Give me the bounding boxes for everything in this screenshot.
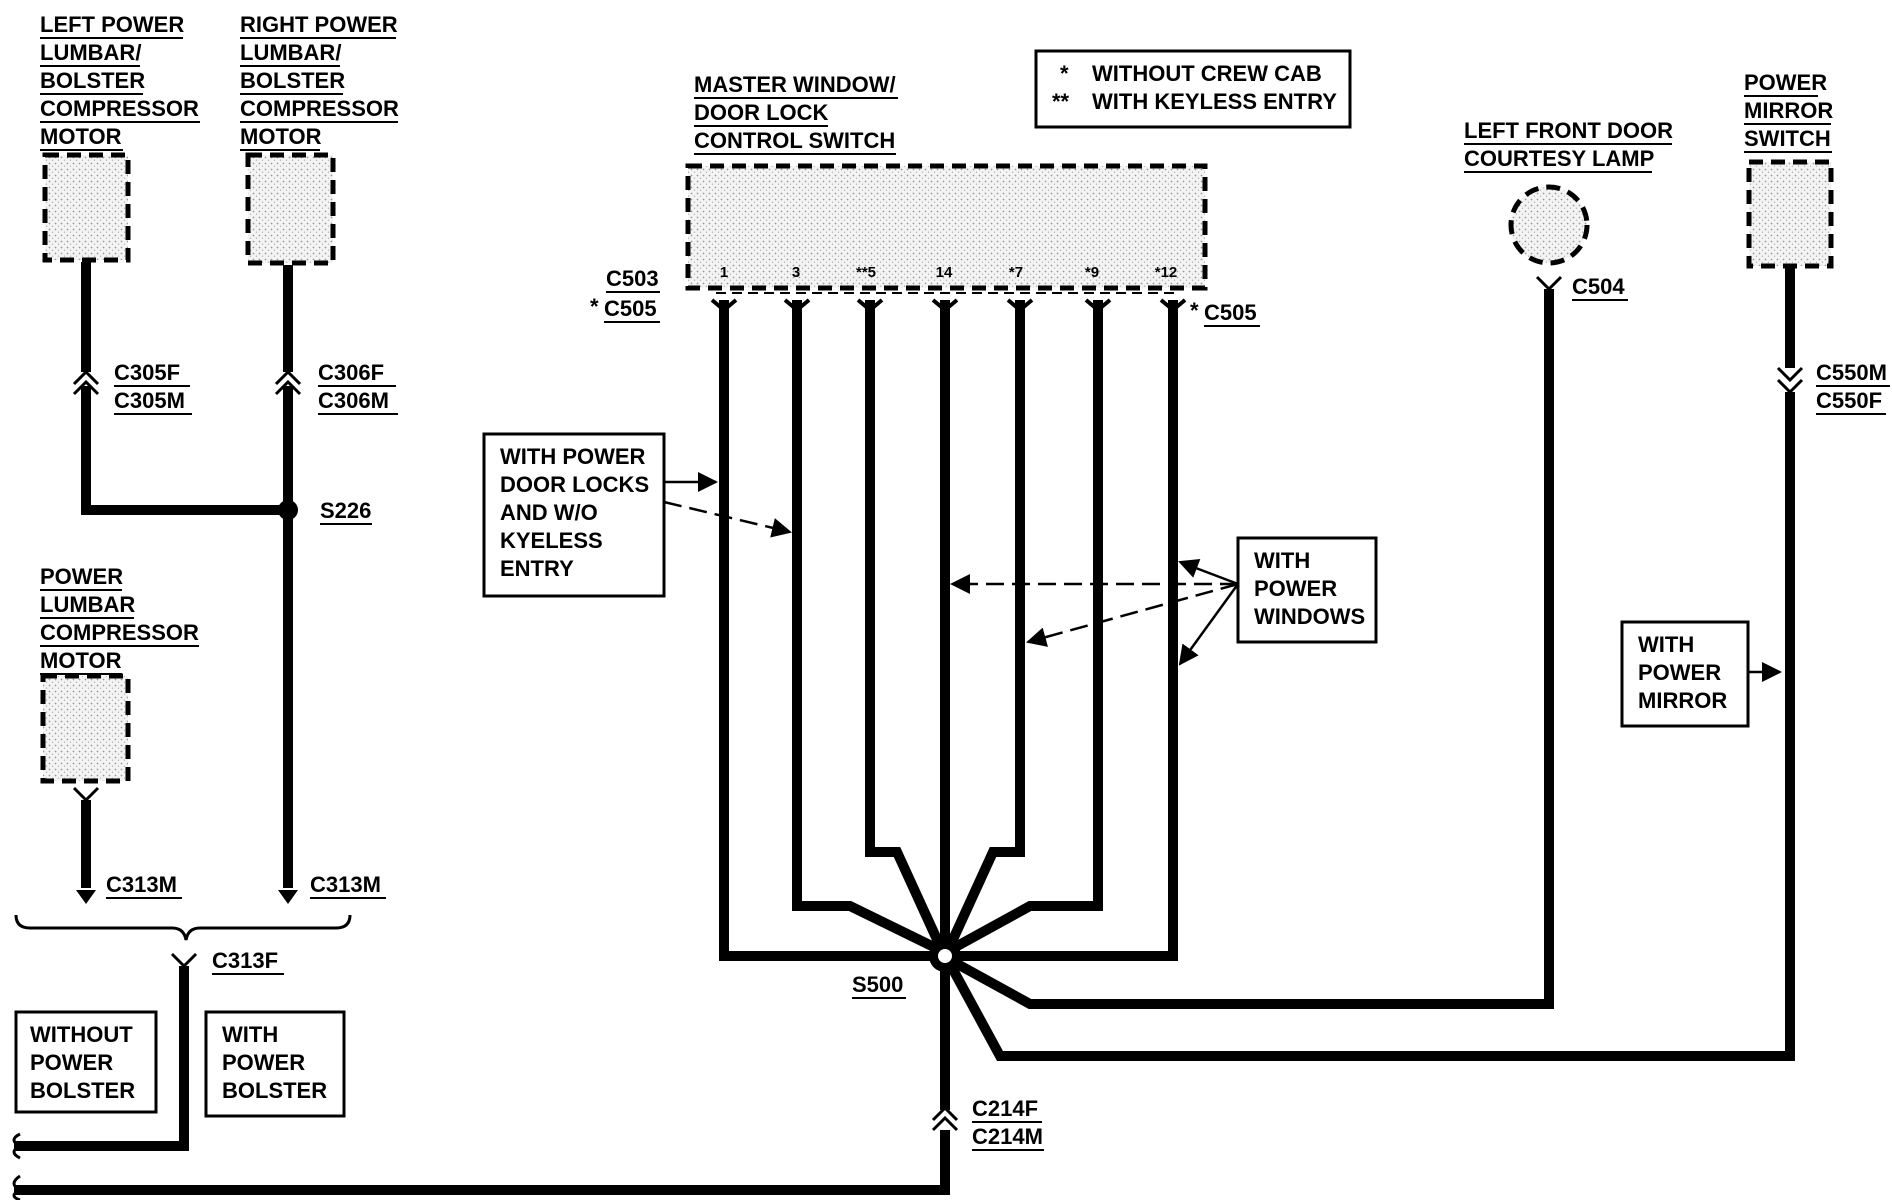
svg-text:LEFT POWER: LEFT POWER <box>40 12 184 37</box>
svg-text:C505: C505 <box>1204 300 1257 325</box>
power-mirror-label: POWER MIRROR SWITCH <box>1744 70 1833 153</box>
note-power-windows: WITH POWER WINDOWS <box>950 536 1378 666</box>
svg-text:C504: C504 <box>1572 274 1625 299</box>
svg-text:*: * <box>1190 298 1199 323</box>
power-lumbar-motor-box <box>40 673 131 784</box>
svg-text:WINDOWS: WINDOWS <box>1254 604 1365 629</box>
c313f-wire <box>12 952 198 1160</box>
note-power-door-locks: WITH POWER DOOR LOCKS AND W/O KYELESS EN… <box>482 432 792 598</box>
legend: * WITHOUT CREW CAB ** WITH KEYLESS ENTRY <box>1034 49 1352 129</box>
svg-text:BOLSTER: BOLSTER <box>30 1078 135 1103</box>
svg-text:COMPRESSOR: COMPRESSOR <box>40 620 199 645</box>
svg-text:LEFT FRONT DOOR: LEFT FRONT DOOR <box>1464 118 1673 143</box>
svg-text:WITH: WITH <box>1638 632 1694 657</box>
svg-text:WITH POWER: WITH POWER <box>500 444 646 469</box>
note-power-mirror: WITH POWER MIRROR <box>1620 620 1782 728</box>
svg-text:COURTESY LAMP: COURTESY LAMP <box>1464 146 1654 171</box>
svg-text:WITH KEYLESS ENTRY: WITH KEYLESS ENTRY <box>1092 89 1337 114</box>
courtesy-lamp-wire <box>947 275 1563 1009</box>
svg-text:LUMBAR/: LUMBAR/ <box>240 40 341 65</box>
svg-text:**: ** <box>1052 89 1070 114</box>
svg-text:C305F: C305F <box>114 360 180 385</box>
svg-text:S500: S500 <box>852 972 903 997</box>
left-lumbar-wires <box>72 262 302 904</box>
svg-text:C505: C505 <box>604 296 657 321</box>
svg-text:*12: *12 <box>1155 264 1178 281</box>
left-front-door-label: LEFT FRONT DOOR COURTESY LAMP <box>1464 118 1673 173</box>
left-power-lumbar-motor-box <box>42 152 131 263</box>
svg-text:COMPRESSOR: COMPRESSOR <box>40 96 199 121</box>
master-switch-pins: 1 3 **5 14 *7 *9 *12 <box>720 264 1177 281</box>
right-power-lumbar-label: RIGHT POWER LUMBAR/ BOLSTER COMPRESSOR M… <box>240 12 399 151</box>
svg-text:WITHOUT CREW CAB: WITHOUT CREW CAB <box>1092 61 1322 86</box>
svg-text:3: 3 <box>792 264 800 281</box>
svg-text:*: * <box>1060 61 1069 86</box>
svg-text:POWER: POWER <box>1254 576 1337 601</box>
svg-text:MOTOR: MOTOR <box>40 124 122 149</box>
right-power-lumbar-motor-box <box>245 152 336 266</box>
svg-text:RIGHT POWER: RIGHT POWER <box>240 12 398 37</box>
svg-text:1: 1 <box>720 264 728 281</box>
svg-text:LUMBAR: LUMBAR <box>40 592 135 617</box>
svg-text:*7: *7 <box>1009 264 1023 281</box>
left-power-lumbar-label: LEFT POWER LUMBAR/ BOLSTER COMPRESSOR MO… <box>40 12 200 151</box>
power-mirror-switch-box <box>1746 159 1834 269</box>
master-window-switch-box <box>685 163 1208 291</box>
svg-text:C550F: C550F <box>1816 388 1882 413</box>
svg-text:CONTROL SWITCH: CONTROL SWITCH <box>694 128 895 153</box>
svg-text:MIRROR: MIRROR <box>1744 98 1833 123</box>
svg-text:MOTOR: MOTOR <box>240 124 322 149</box>
connector-labels: C305F C305M C306F C306M S226 C313M C313M… <box>106 266 1890 1151</box>
svg-text:MOTOR: MOTOR <box>40 648 122 673</box>
svg-text:COMPRESSOR: COMPRESSOR <box>240 96 399 121</box>
master-switch-wires <box>710 292 1187 961</box>
svg-text:*: * <box>590 294 599 319</box>
svg-text:14: 14 <box>936 264 953 281</box>
svg-text:DOOR LOCK: DOOR LOCK <box>694 100 829 125</box>
svg-text:BOLSTER: BOLSTER <box>40 68 145 93</box>
svg-text:WITHOUT: WITHOUT <box>30 1022 133 1047</box>
svg-text:**5: **5 <box>856 264 876 281</box>
power-mirror-wire <box>945 266 1804 1061</box>
svg-text:MIRROR: MIRROR <box>1638 688 1727 713</box>
svg-text:C313M: C313M <box>106 872 177 897</box>
svg-text:C313F: C313F <box>212 948 278 973</box>
svg-text:C503: C503 <box>606 266 659 291</box>
svg-text:AND W/O: AND W/O <box>500 500 598 525</box>
master-window-label: MASTER WINDOW/ DOOR LOCK CONTROL SWITCH <box>694 72 898 155</box>
svg-text:C305M: C305M <box>114 388 185 413</box>
svg-text:DOOR LOCKS: DOOR LOCKS <box>500 472 649 497</box>
svg-text:C313M: C313M <box>310 872 381 897</box>
svg-text:LUMBAR/: LUMBAR/ <box>40 40 141 65</box>
svg-text:S226: S226 <box>320 498 371 523</box>
svg-text:MASTER WINDOW/: MASTER WINDOW/ <box>694 72 896 97</box>
note-with-bolster: WITH POWER BOLSTER <box>204 1010 346 1118</box>
svg-text:C214F: C214F <box>972 1096 1038 1121</box>
svg-text:C306F: C306F <box>318 360 384 385</box>
svg-text:C214M: C214M <box>972 1124 1043 1149</box>
svg-text:POWER: POWER <box>30 1050 113 1075</box>
c313-brace <box>14 914 352 941</box>
svg-text:KYELESS: KYELESS <box>500 528 603 553</box>
svg-text:WITH: WITH <box>222 1022 278 1047</box>
svg-text:BOLSTER: BOLSTER <box>240 68 345 93</box>
svg-text:POWER: POWER <box>40 564 123 589</box>
s500-ground-wire <box>12 940 961 1200</box>
svg-text:BOLSTER: BOLSTER <box>222 1078 327 1103</box>
svg-text:POWER: POWER <box>222 1050 305 1075</box>
svg-text:*9: *9 <box>1085 264 1099 281</box>
svg-text:POWER: POWER <box>1744 70 1827 95</box>
svg-text:ENTRY: ENTRY <box>500 556 574 581</box>
power-lumbar-label: POWER LUMBAR COMPRESSOR MOTOR <box>40 564 199 675</box>
svg-text:POWER: POWER <box>1638 660 1721 685</box>
courtesy-lamp-symbol <box>1508 184 1590 266</box>
svg-text:C306M: C306M <box>318 388 389 413</box>
svg-text:SWITCH: SWITCH <box>1744 126 1831 151</box>
svg-text:C550M: C550M <box>1816 360 1887 385</box>
note-without-bolster: WITHOUT POWER BOLSTER <box>14 1010 158 1114</box>
svg-text:WITH: WITH <box>1254 548 1310 573</box>
